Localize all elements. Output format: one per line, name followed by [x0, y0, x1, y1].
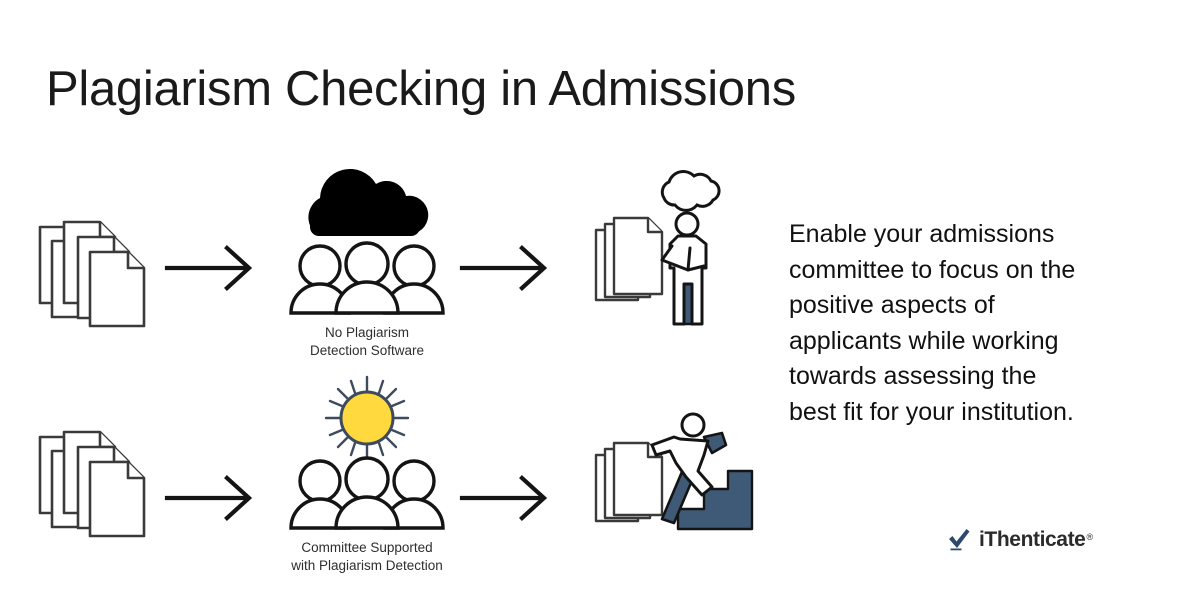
document-stack-icon	[594, 216, 664, 302]
process-caption-with-detection: Committee Supported with Plagiarism Dete…	[272, 539, 462, 575]
registered-mark: ®	[1086, 531, 1094, 542]
arrow-right-icon	[164, 245, 261, 291]
body-copy-line: positive aspects of	[789, 291, 995, 319]
process-group-with-detection: Committee Supported with Plagiarism Dete…	[272, 373, 462, 575]
person-climbing-stairs-icon	[650, 412, 728, 525]
three-people-icon	[289, 241, 445, 315]
body-copy-line: applicants while working	[789, 326, 1059, 355]
arrow-right-icon	[459, 475, 556, 521]
process-caption-without-detection: No Plagiarism Detection Software	[272, 324, 462, 360]
body-copy-line: best fit for your institution.	[789, 397, 1074, 426]
outcome-group-without-detection	[592, 168, 742, 328]
dark-cloud-icon	[308, 168, 429, 236]
three-people-icon	[289, 456, 445, 530]
thought-cloud-icon	[660, 170, 721, 212]
person-thinking-icon	[660, 211, 708, 326]
brand-wordmark-text: iThenticate	[979, 528, 1086, 551]
page-title: Plagiarism Checking in Admissions	[46, 62, 796, 116]
document-stack-icon	[594, 441, 664, 523]
caption-line: No Plagiarism	[324, 325, 410, 340]
body-copy-line: towards assessing the	[789, 362, 1037, 390]
body-copy-line: Enable your admissions	[789, 220, 1055, 248]
flow-row-without-detection: No Plagiarism Detection Software	[0, 150, 770, 380]
process-group-without-detection: No Plagiarism Detection Software	[272, 158, 462, 360]
body-copy: Enable your admissions committee to focu…	[789, 217, 1161, 430]
caption-line: Detection Software	[309, 343, 425, 359]
body-copy-line: committee to focus on the	[789, 255, 1076, 284]
brand-wordmark: iThenticate®	[979, 529, 1093, 551]
checkmark-icon	[947, 528, 972, 552]
outcome-group-with-detection	[592, 405, 754, 535]
sun-icon	[324, 375, 410, 461]
flow-row-with-detection: Committee Supported with Plagiarism Dete…	[0, 365, 770, 595]
document-stack-icon	[34, 415, 158, 538]
arrow-right-icon	[164, 475, 261, 521]
document-stack-icon	[34, 205, 158, 328]
stairs-icon	[676, 469, 754, 531]
caption-line: with Plagiarism Detection	[291, 558, 443, 574]
caption-line: Committee Supported	[301, 540, 433, 555]
ithenticate-logo: iThenticate®	[947, 528, 1093, 552]
arrow-right-icon	[459, 245, 556, 291]
